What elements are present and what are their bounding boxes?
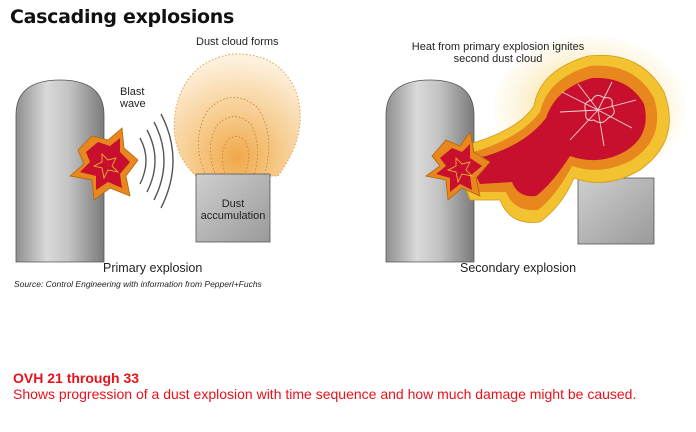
left-panel: [15, 53, 301, 263]
blast-wave: [139, 113, 174, 209]
right-panel: [385, 36, 686, 263]
secondary-box: [577, 177, 655, 245]
blast-label-line2: wave: [120, 98, 146, 110]
dust-accumulation-label: Dust accumulation: [196, 198, 270, 222]
heat-label-line2: second dust cloud: [453, 53, 543, 65]
note-heading: OVH 21 through 33: [13, 370, 140, 386]
dust-box: [195, 173, 271, 243]
note-body: Shows progression of a dust explosion wi…: [13, 386, 637, 402]
source-credit: Source: Control Engineering with informa…: [14, 279, 262, 289]
right-silo: [385, 79, 475, 263]
dust-cloud: [173, 53, 301, 177]
blast-wave-label: Blast wave: [120, 86, 146, 110]
source-text: Control Engineering with information fro…: [43, 279, 262, 289]
slide-note: OVH 21 through 33 Shows progression of a…: [13, 370, 683, 402]
blast-label-line1: Blast: [120, 86, 145, 98]
secondary-explosion-caption: Secondary explosion: [460, 261, 577, 275]
left-silo: [15, 79, 105, 263]
heat-label-line1: Heat from primary explosion ignites: [411, 41, 585, 53]
cloud-label: Dust cloud forms: [196, 36, 279, 48]
source-key: Source:: [14, 279, 44, 289]
heat-label: Heat from primary explosion ignites seco…: [398, 41, 598, 65]
page-title: Cascading explosions: [10, 6, 235, 28]
primary-explosion-caption: Primary explosion: [103, 261, 203, 275]
dust-label-line1: Dust: [221, 198, 245, 210]
dust-label-line2: accumulation: [200, 210, 266, 222]
